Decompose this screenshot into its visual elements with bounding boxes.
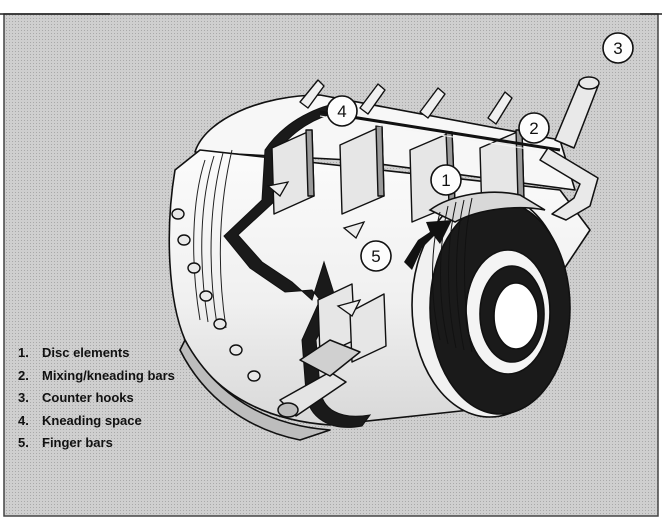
svg-text:1: 1 [441, 171, 450, 190]
legend-item: 2. Mixing/kneading bars [18, 365, 175, 388]
svg-text:4: 4 [337, 102, 346, 121]
legend-label: Disc elements [42, 345, 130, 360]
callout-1: 1 [430, 164, 462, 196]
rotation-arrow-icon [404, 220, 452, 270]
flange-bolts [171, 208, 261, 382]
callout-4: 4 [326, 95, 358, 127]
finger-bars [266, 181, 366, 317]
disc-elements [271, 125, 525, 363]
callout-3: 3 [602, 32, 634, 64]
callout-5: 5 [360, 240, 392, 272]
legend-label: Mixing/kneading bars [42, 367, 175, 383]
legend-number: 2. [18, 367, 29, 383]
counter-hooks [299, 79, 513, 125]
legend-item: 3. Counter hooks [18, 387, 175, 410]
legend-label: Finger bars [42, 435, 113, 450]
svg-text:5: 5 [371, 247, 380, 266]
svg-text:2: 2 [529, 119, 538, 138]
mixing-bar [319, 110, 561, 152]
svg-text:3: 3 [613, 39, 622, 58]
legend-label: Counter hooks [42, 390, 134, 405]
legend-item: 1. Disc elements [18, 342, 175, 365]
bottom-shaft [277, 339, 361, 418]
legend: 1. Disc elements 2. Mixing/kneading bars 3… [18, 342, 175, 455]
legend-item: 5. Finger bars [18, 432, 175, 455]
legend-item: 4. Kneading space [18, 410, 175, 433]
legend-label: Kneading space [42, 412, 142, 428]
legend-number: 1. [18, 345, 29, 360]
legend-number: 3. [18, 390, 29, 405]
legend-number: 4. [18, 412, 29, 428]
handle-assembly [539, 76, 600, 221]
callout-2: 2 [518, 112, 550, 144]
legend-number: 5. [18, 435, 29, 450]
